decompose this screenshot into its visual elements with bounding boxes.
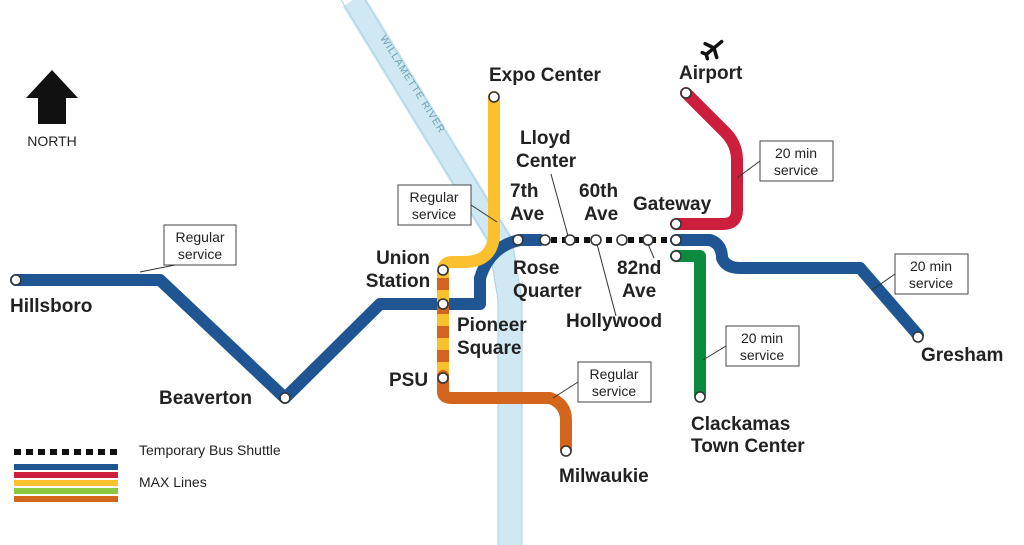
station-label-pioneer-1: Pioneer: [457, 315, 527, 336]
station-dot-beaverton: [279, 392, 291, 404]
lloyd-center-leader: [550, 173, 569, 237]
legend: Temporary Bus Shuttle MAX Lines: [14, 442, 281, 502]
station-label-82nd-2: Ave: [622, 281, 656, 302]
river-label: WILLAMETTE RIVER: [377, 34, 446, 136]
legend-max-stripe: [14, 464, 118, 470]
svg-text:20 min: 20 min: [775, 145, 817, 161]
station-dot-gateway-green: [670, 250, 682, 262]
station-label-hollywood: Hollywood: [566, 311, 662, 332]
callout-orange-service: Regular service: [552, 361, 652, 403]
legend-max-swatch: [14, 464, 118, 502]
station-dot-gresham: [912, 331, 924, 343]
svg-text:service: service: [592, 383, 637, 399]
willamette-river: [342, 0, 522, 545]
station-label-rose-1: Rose: [513, 258, 559, 279]
station-dot-7th-ave: [539, 234, 551, 246]
station-label-beaverton: Beaverton: [159, 388, 252, 409]
station-dot-lloyd-center: [564, 234, 576, 246]
svg-text:20 min: 20 min: [910, 258, 952, 274]
airplane-icon: [700, 39, 724, 61]
svg-text:Regular: Regular: [409, 189, 458, 205]
station-label-airport: Airport: [679, 63, 743, 84]
north-arrow-icon: [26, 70, 78, 124]
station-label-rose-2: Quarter: [513, 281, 582, 302]
orange-line: [437, 370, 572, 456]
legend-max-stripe: [14, 472, 118, 478]
svg-text:service: service: [774, 162, 819, 178]
station-dot-expo-center: [488, 91, 500, 103]
station-label-pioneer-2: Square: [457, 338, 521, 359]
82nd-ave-leader: [647, 243, 655, 259]
legend-max-label: MAX Lines: [139, 474, 207, 490]
station-label-lloyd-2: Center: [516, 151, 577, 172]
callout-east-service: 20 min service: [871, 253, 969, 295]
station-label-60th-2: Ave: [584, 204, 618, 225]
station-dot-gateway-red: [670, 218, 682, 230]
station-label-gresham: Gresham: [921, 345, 1003, 366]
station-label-expo-center: Expo Center: [489, 65, 602, 86]
station-dot-hollywood: [590, 234, 602, 246]
hollywood-leader: [596, 243, 617, 317]
station-label-clackamas-1: Clackamas: [691, 414, 790, 435]
station-dot-gateway: [670, 234, 682, 246]
legend-max-stripe: [14, 496, 118, 502]
station-label-7th-1: 7th: [510, 181, 539, 202]
legend-max-stripe: [14, 480, 118, 486]
svg-text:20 min: 20 min: [741, 330, 783, 346]
svg-text:service: service: [909, 275, 954, 291]
blue-line-east: [670, 234, 924, 341]
station-dot-union-station: [437, 264, 449, 276]
svg-text:service: service: [178, 246, 223, 262]
red-line: [670, 87, 743, 230]
station-label-60th-1: 60th: [579, 181, 618, 202]
station-dot-airport: [680, 87, 692, 99]
north-label: NORTH: [27, 133, 77, 149]
station-label-hillsboro: Hillsboro: [10, 296, 92, 317]
station-label-union-2: Station: [366, 271, 430, 292]
callout-west-service: Regular service: [139, 224, 237, 273]
legend-shuttle-label: Temporary Bus Shuttle: [139, 442, 281, 458]
callout-yellow-service: Regular service: [397, 184, 498, 226]
station-label-psu: PSU: [389, 370, 428, 391]
station-dot-82nd-ave: [642, 234, 654, 246]
callout-red-service: 20 min service: [736, 140, 834, 182]
station-dot-milwaukie: [560, 445, 572, 457]
station-dot-hillsboro: [10, 274, 22, 286]
svg-text:Regular: Regular: [175, 229, 224, 245]
callout-green-service: 20 min service: [702, 325, 800, 367]
station-dot-clackamas: [694, 391, 706, 403]
legend-max-stripe: [14, 488, 118, 494]
station-label-milwaukie: Milwaukie: [559, 466, 649, 487]
svg-text:Regular: Regular: [589, 366, 638, 382]
station-label-gateway: Gateway: [633, 194, 712, 215]
station-dot-psu: [437, 372, 449, 384]
station-dot-pioneer-square: [437, 298, 449, 310]
station-dot-rose-quarter: [512, 234, 524, 246]
svg-text:service: service: [412, 206, 457, 222]
station-label-7th-2: Ave: [510, 204, 544, 225]
station-label-clackamas-2: Town Center: [691, 436, 805, 457]
svg-text:service: service: [740, 347, 785, 363]
station-dot-60th-ave: [616, 234, 628, 246]
green-line: [670, 250, 706, 401]
station-label-union-1: Union: [376, 248, 430, 269]
station-label-82nd-1: 82nd: [617, 258, 661, 279]
station-label-lloyd-1: Lloyd: [520, 128, 571, 149]
